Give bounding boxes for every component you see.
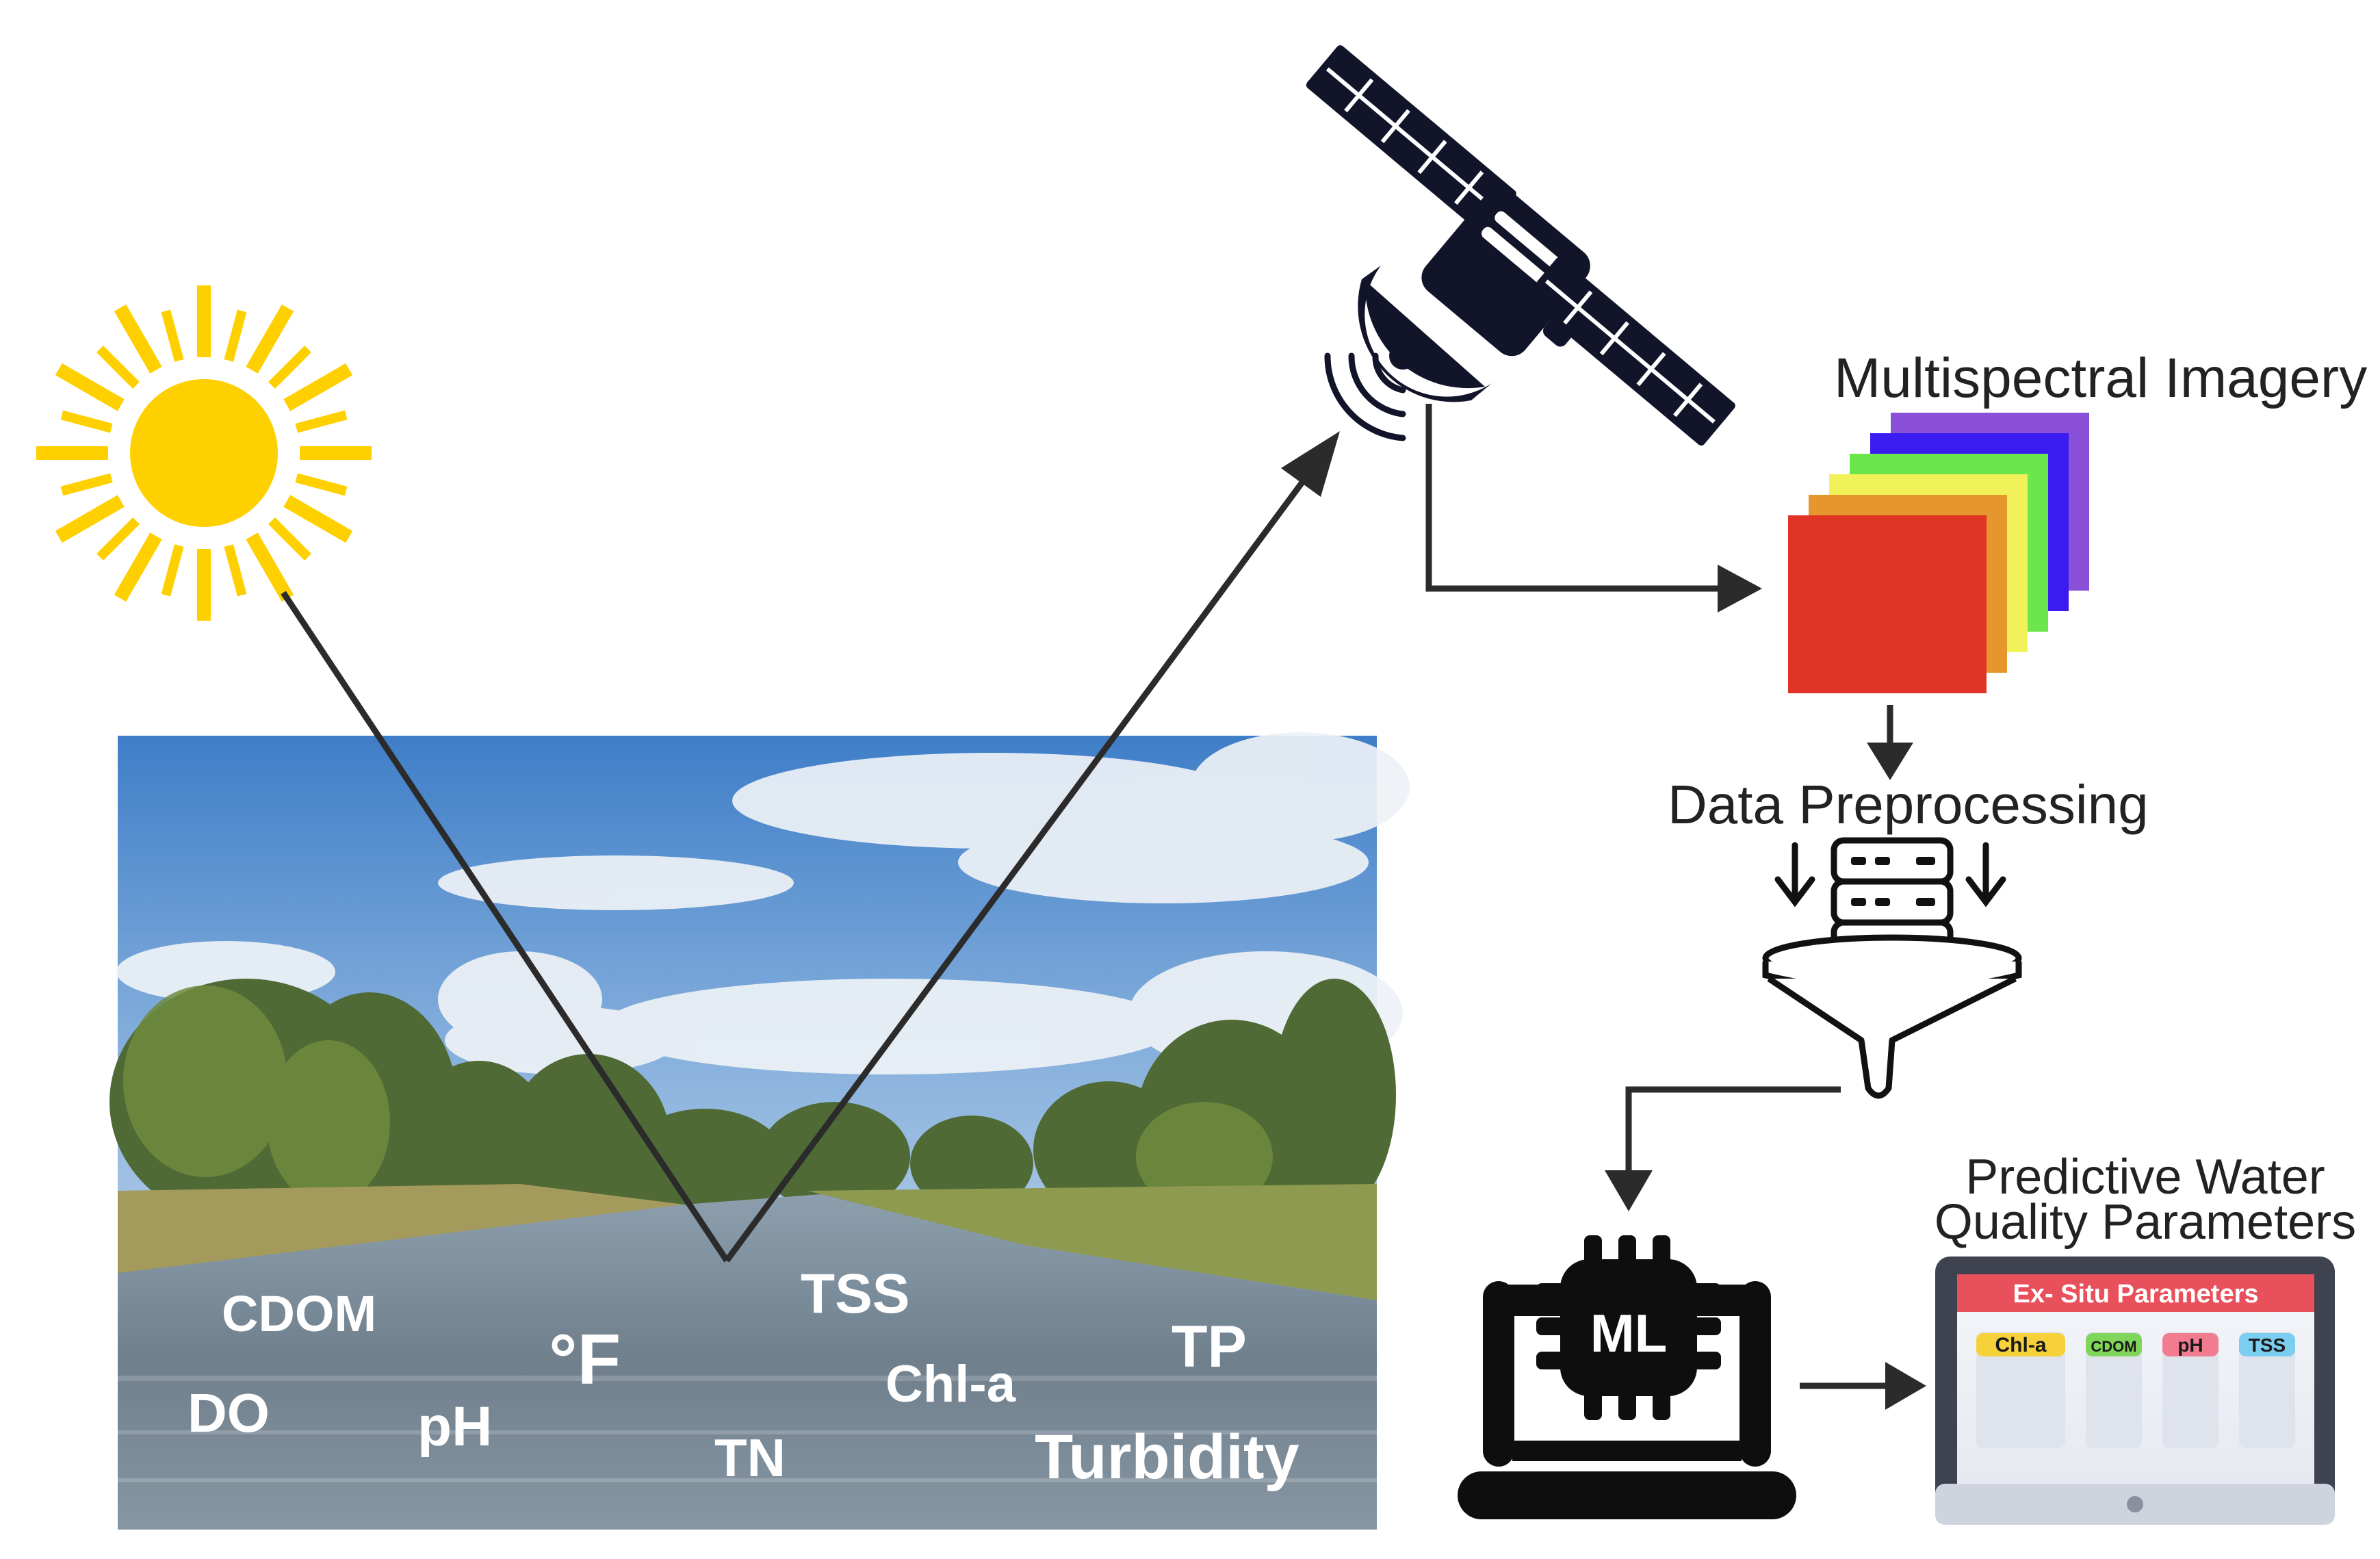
monitor-chip-label: Chl-a bbox=[1995, 1334, 2047, 1356]
reflected-ray-arrowhead bbox=[1281, 431, 1340, 497]
param-temperature: °F bbox=[549, 1320, 621, 1400]
monitor-power-button bbox=[2127, 1496, 2143, 1512]
sun-icon bbox=[36, 285, 372, 621]
ml-chip-icon bbox=[1536, 1235, 1721, 1420]
sun-ray bbox=[96, 517, 140, 561]
monitor-chip-tag bbox=[2086, 1333, 2142, 1356]
sun-ray bbox=[283, 363, 353, 411]
signal-waves-icon bbox=[1324, 352, 1406, 441]
sun-ray bbox=[161, 544, 184, 597]
multispectral-stack bbox=[1788, 413, 2089, 693]
monitor-chip-label: pH bbox=[2177, 1335, 2203, 1356]
monitor-column bbox=[2162, 1332, 2219, 1448]
monitor-column bbox=[1976, 1332, 2065, 1448]
sun-ray bbox=[295, 410, 348, 433]
param-tss: TSS bbox=[801, 1263, 909, 1325]
monitor-column bbox=[2086, 1332, 2142, 1448]
param-turbidity: Turbidity bbox=[1035, 1422, 1299, 1492]
imagery-to-preprocessing-arrow bbox=[1867, 705, 1913, 780]
param-tn: TN bbox=[714, 1428, 786, 1488]
param-cdom: CDOM bbox=[222, 1285, 376, 1342]
sun-core bbox=[130, 379, 278, 527]
sun-ray bbox=[60, 473, 113, 496]
incident-light-ray bbox=[281, 591, 729, 1263]
sun-ray bbox=[268, 346, 311, 389]
lake-photo bbox=[109, 732, 1410, 1530]
monitor-chip-tag bbox=[1976, 1333, 2065, 1356]
param-do: DO bbox=[187, 1382, 270, 1443]
monitor-header-title: Ex- Situ Parameters bbox=[2013, 1280, 2258, 1309]
monitor-header-bar bbox=[1957, 1274, 2314, 1312]
monitor-chip-tag bbox=[2239, 1333, 2295, 1356]
sun-ray bbox=[114, 532, 162, 602]
sun-ray bbox=[268, 517, 311, 561]
ml-to-output-arrow bbox=[1800, 1362, 1926, 1410]
sun-ray bbox=[96, 346, 140, 389]
ml-label: ML bbox=[1590, 1303, 1668, 1363]
param-tp: TP bbox=[1172, 1314, 1247, 1380]
param-ph: pH bbox=[417, 1395, 492, 1458]
monitor-chip-columns: Chl-a CDOM pH TSS bbox=[1976, 1332, 2295, 1448]
sun-ray bbox=[224, 544, 247, 597]
output-title-line1: Predictive Water bbox=[1965, 1150, 2325, 1204]
multispectral-label: Multispectral Imagery bbox=[1834, 347, 2367, 409]
sun-ray bbox=[55, 363, 125, 411]
sun-ray bbox=[295, 473, 348, 496]
sun-ray bbox=[283, 495, 353, 543]
preprocessing-to-ml-arrow bbox=[1605, 1086, 1841, 1211]
monitor-chip-tag bbox=[2162, 1333, 2219, 1356]
sun-rays bbox=[36, 285, 372, 621]
reflected-light-ray bbox=[724, 478, 1306, 1263]
light-path bbox=[281, 431, 1340, 1263]
spectral-band-layer bbox=[1788, 515, 1987, 693]
preprocessing-label: Data Preprocessing bbox=[1668, 774, 2149, 835]
satellite-icon bbox=[1306, 45, 1735, 446]
filter-funnel-icon bbox=[1762, 837, 2022, 1099]
sun-ray bbox=[224, 309, 247, 362]
sun-ray bbox=[55, 495, 125, 543]
ml-laptop-icon bbox=[1458, 1235, 1796, 1519]
sun-ray bbox=[60, 410, 113, 433]
sun-ray bbox=[246, 532, 294, 602]
param-chla: Chl-a bbox=[885, 1355, 1016, 1413]
monitor-chip-label: CDOM bbox=[2091, 1338, 2136, 1355]
monitor-column bbox=[2239, 1332, 2295, 1448]
sun-ray bbox=[114, 304, 162, 374]
satellite-to-imagery-arrow bbox=[1425, 404, 1762, 613]
sun-ray bbox=[161, 309, 184, 362]
output-title-line2: Quality Parameters bbox=[1935, 1195, 2356, 1250]
monitor-chip-label: TSS bbox=[2249, 1335, 2286, 1356]
sun-ray bbox=[246, 304, 294, 374]
